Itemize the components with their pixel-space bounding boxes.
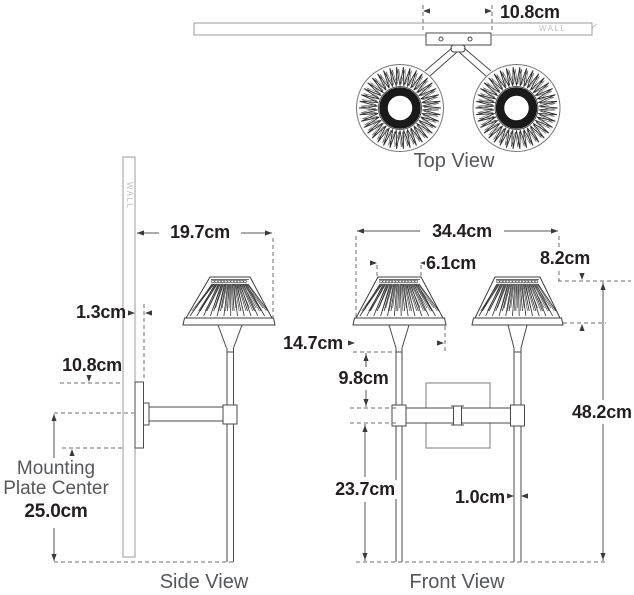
side-arm-flange [143, 402, 150, 426]
dim-front-stem-width: 1.0cm [454, 487, 505, 507]
dim-side-backplate-height: 10.8cm [62, 355, 122, 375]
front-center-connector [453, 405, 462, 426]
top-right-arm [463, 47, 492, 72]
dim-top-backplate-width: 10.8cm [499, 2, 561, 22]
dim-side-extension-depth: 19.7cm [159, 223, 241, 242]
side-wall-label: WALL [125, 182, 134, 210]
mounting-note-line: Mounting [16, 458, 96, 479]
screw-icon [467, 36, 473, 42]
front-left-neck [388, 324, 397, 349]
dim-front-shade-width: 14.7cm [283, 333, 343, 353]
side-arm [148, 406, 224, 422]
front-view-label: Front View [409, 571, 505, 593]
dim-front-arm-to-bottom: 23.7cm [331, 480, 399, 499]
dim-side-backplate-depth: 1.3cm [75, 302, 126, 322]
top-right-arm [458, 51, 487, 77]
side-neck [233, 324, 243, 349]
screw-icon [438, 36, 444, 42]
dim-front-shade-top-width: 6.1cm [425, 253, 478, 273]
dim-front-shade-height: 8.2cm [539, 248, 592, 268]
front-left-block [391, 404, 407, 427]
dim-front-shade-to-arm: 9.8cm [334, 369, 393, 388]
dim-front-overall-width: 34.4cm [420, 222, 504, 241]
side-stem-block [222, 404, 238, 425]
top-knuckle [450, 44, 466, 53]
side-view-label: Side View [159, 571, 249, 593]
top-backplate [425, 32, 492, 46]
front-right-neck [520, 324, 528, 349]
top-wall-strip [193, 22, 593, 36]
mounting-plate-center-note: Mounting Plate Center 25.0cm [0, 459, 112, 522]
top-view-label: Top View [413, 150, 495, 172]
top-left-arm [429, 51, 458, 77]
front-view-drawing [388, 324, 528, 562]
dim-front-overall-height: 48.2cm [571, 402, 633, 422]
mounting-note-value: 25.0cm [24, 501, 88, 522]
dimension-lines [51, 5, 631, 563]
front-right-neck [507, 324, 515, 349]
mounting-note-line: Plate Center [3, 478, 109, 499]
side-neck [217, 324, 227, 349]
shades-and-sunbursts [182, 64, 564, 326]
side-wall-strip [122, 156, 136, 558]
side-view-drawing [122, 156, 243, 562]
front-right-block [510, 404, 525, 427]
side-backplate [134, 381, 144, 449]
top-left-arm [424, 47, 453, 72]
top-wall-label: WALL [539, 24, 567, 33]
front-left-neck [401, 324, 410, 349]
